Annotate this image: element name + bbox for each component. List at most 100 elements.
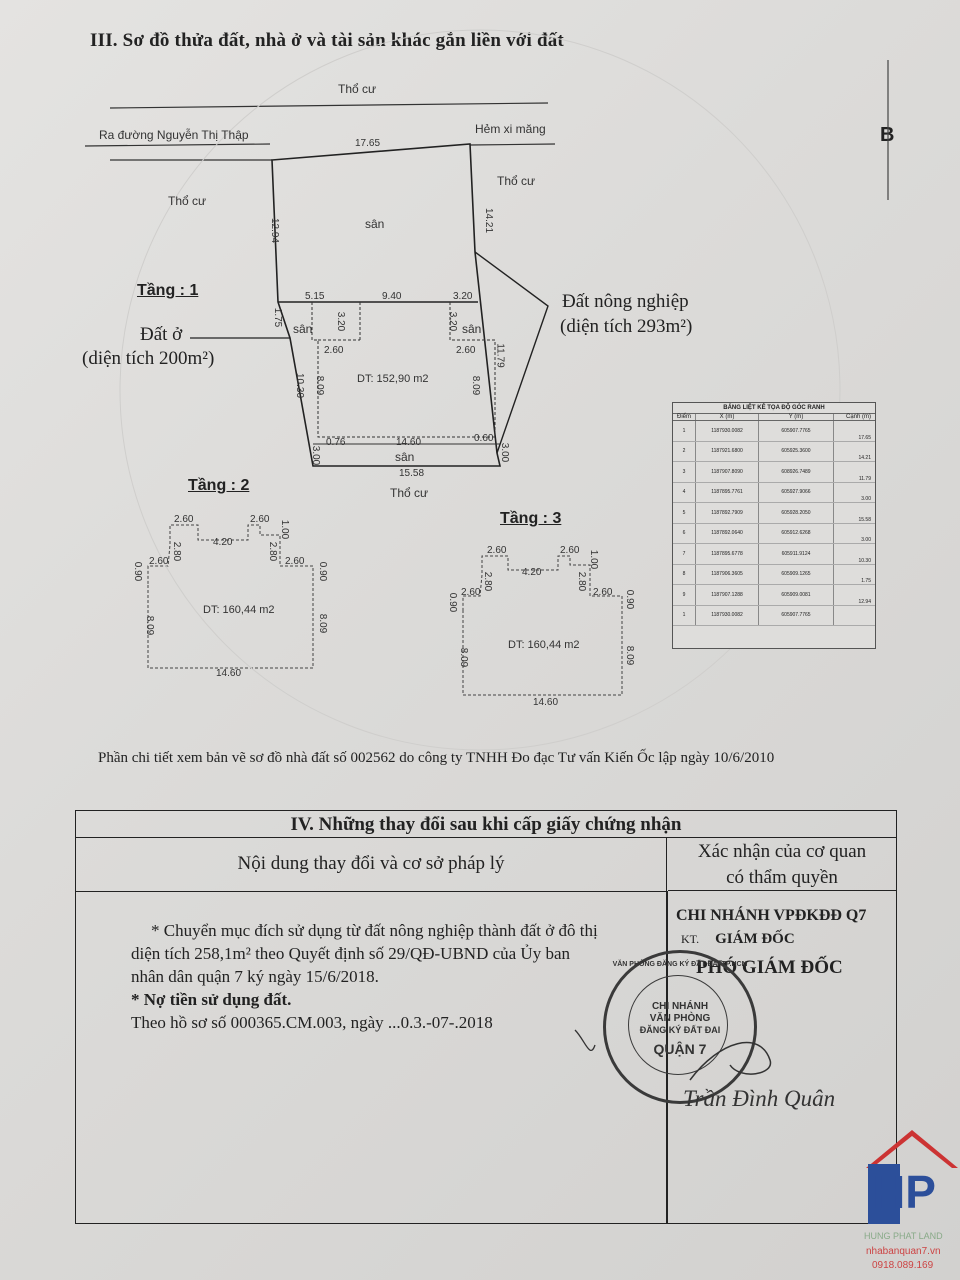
coordinate-table-title: BẢNG LIỆT KÊ TỌA ĐỘ GÓC RANH [673,403,875,414]
table-cell: 608926.7489 [759,462,834,482]
table-cell: 1187892.0640 [696,523,759,543]
label-san-bottom: sân [395,450,415,464]
company-name: HUNG PHAT LAND [864,1231,943,1241]
confirm-kt-prefix: KT. [681,932,700,946]
north-label: B [880,124,895,146]
table-cell: 11.79 [858,475,871,482]
dim-320: 3.20 [453,291,473,302]
company-phone: 0918.089.169 [872,1260,934,1271]
stamp-line-4: QUẬN 7 [653,1041,707,1057]
table-cell: 605928.2050 [759,503,834,523]
table-cell: 10.30 [858,557,871,564]
logo-letters: HP [872,1166,936,1218]
floor1-label: Tầng : 1 [137,282,199,299]
change-line-4: * Nợ tiền sử dụng đất. [131,990,292,1009]
label-dat-nong-nghiep: Đất nông nghiệp [562,291,689,312]
section3-title: III. Sơ đồ thửa đất, nhà ở và tài sản kh… [90,30,564,51]
dim-076: 0.76 [326,437,346,448]
table-cell: 1.75 [861,578,871,584]
dim-260-a: 2.60 [324,345,344,356]
stamp-inner-ring [628,975,728,1075]
f2-dim-260-d: 2.60 [285,556,305,567]
dim-940: 9.40 [382,291,402,302]
area-floor2: DT: 160,44 m2 [203,604,275,616]
label-tho-cu-bottom: Thổ cư [390,486,429,500]
col-header: X (m) [696,414,759,420]
change-line-2: diện tích 258,1m² theo Quyết định số 29/… [131,944,571,963]
table-cell: 6 [673,523,696,543]
table-cell: 2 [673,441,696,461]
table-cell: 1187895.6778 [696,544,759,564]
house-logo-icon: HP [866,1130,958,1224]
table-cell: 1 [673,605,696,625]
f3-dim-260-b: 2.60 [560,545,580,556]
col-header: Cạnh (m) [845,414,871,420]
change-line-3: nhân dân quận 7 ký ngày 15/6/2018. [131,967,379,986]
stamp-ring-text: VĂN PHÒNG ĐĂNG KÝ ĐẤT ĐAI TP.HCM [612,961,748,968]
label-dat-o-area: (diện tích 200m²) [82,348,215,369]
f3-dim-260-c: 2.60 [461,587,481,598]
detail-note: Phần chi tiết xem bản vẽ sơ đồ nhà đất s… [98,750,775,766]
dim-1558: 15.58 [399,468,425,479]
label-hem-xi-mang: Hẻm xi măng [475,122,546,136]
area-floor3: DT: 160,44 m2 [508,639,580,651]
f2-dim-260-c: 2.60 [149,556,169,567]
table-cell: 605925.3600 [759,441,834,461]
dim-515: 5.15 [305,291,325,302]
change-line-5: Theo hồ sơ số 000365.CM.003, ngày ...0.3… [131,1013,493,1032]
signer-name: Trần Đình Quân [683,1086,836,1111]
f3-dim-260-d: 2.60 [593,587,613,598]
table-cell: 3.00 [861,537,871,543]
table-cell: 605907.7765 [759,421,834,441]
stamp-line-3: ĐĂNG KÝ ĐẤT ĐAI [639,1025,721,1035]
table-cell: 605912.6268 [759,523,834,543]
table-cell: 605907.7765 [759,605,834,625]
table-cell: 3.00 [861,496,871,502]
table-cell: 1187895.7761 [696,482,759,502]
official-stamp: VĂN PHÒNG ĐĂNG KÝ ĐẤT ĐAI TP.HCM CHI NHÁ… [603,950,757,1104]
dim-260-b: 2.60 [456,345,476,356]
table-cell: 1187930.0082 [696,421,759,441]
stamp-line-2: VĂN PHÒNG [649,1013,711,1024]
col-header-confirm-line1: Xác nhận của cơ quan [697,841,867,862]
table-cell: 12.94 [858,598,871,605]
label-san-left: sân [293,322,313,336]
label-san-right: sân [462,322,482,336]
table-cell: 5 [673,503,696,523]
table-cell: 4 [673,482,696,502]
label-san-top: sân [365,217,385,231]
confirm-org: CHI NHÁNH VPĐKĐĐ Q7 [676,907,867,924]
col-header-confirm-line2: có thẩm quyền [726,867,838,888]
company-site: nhabanquan7.vn [866,1246,941,1257]
table-cell: 605911.9124 [759,544,834,564]
label-tho-cu-top: Thổ cư [338,82,377,96]
brand-logo: HP HUNG PHAT LAND nhabanquan7.vn 0918.08… [862,1128,960,1280]
table-cell: 1 [673,421,696,441]
label-tho-cu-right: Thổ cư [497,174,536,188]
table-cell: 7 [673,544,696,564]
dim-060: 0.60 [474,433,494,444]
table-cell: 605909.1265 [759,564,834,584]
floor2-label: Tầng : 2 [188,477,250,494]
f3-dim-260-a: 2.60 [487,545,507,556]
f3-dim-420: 4.20 [522,567,542,578]
confirm-director-label: GIÁM ĐỐC [715,931,795,947]
changes-table: IV. Những thay đổi sau khi cấp giấy chứn… [75,810,897,1224]
table-cell: 15.58 [858,516,871,523]
table-cell: 1187907.1288 [696,585,759,605]
table-cell: 3 [673,462,696,482]
table-cell: 14.21 [858,455,871,461]
dim-1460: 14.60 [396,437,422,448]
change-content: * Chuyển mục đích sử dụng từ đất nông ng… [131,919,666,1034]
